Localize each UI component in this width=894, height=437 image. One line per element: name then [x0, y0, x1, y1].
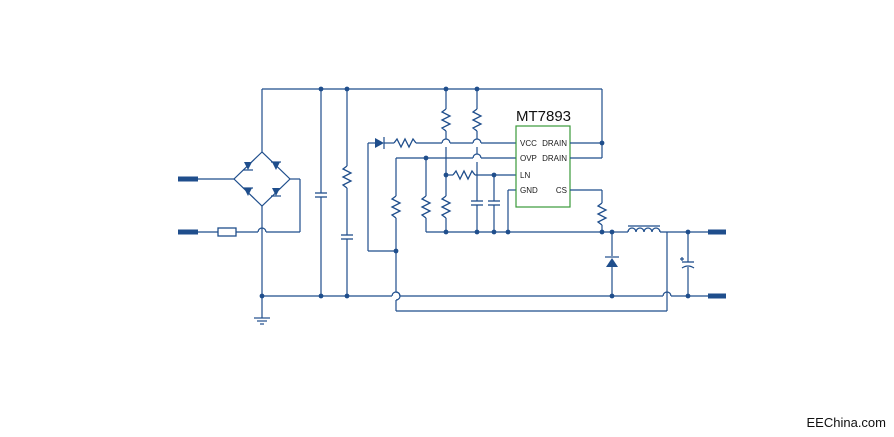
drain-connections — [570, 89, 603, 159]
watermark-text: EEChina.com — [807, 415, 886, 430]
ic-ground-rail — [426, 189, 612, 233]
cs-sense-resistor — [570, 189, 608, 232]
pin-gnd: GND — [520, 186, 538, 195]
ovp-network — [390, 147, 668, 312]
pin-drain-2: DRAIN — [542, 154, 567, 163]
pin-ln: LN — [520, 171, 530, 180]
fuse — [217, 227, 237, 237]
output-capacitor — [680, 232, 695, 296]
ic-body — [515, 125, 571, 208]
bridge-rectifier — [233, 151, 300, 207]
hv-resistor-1 — [440, 89, 452, 139]
rc-branch — [341, 89, 353, 296]
pin-drain-1: DRAIN — [542, 139, 567, 148]
freewheel-diode — [605, 232, 619, 296]
pin-ovp: OVP — [520, 154, 537, 163]
pin-vcc: VCC — [520, 139, 537, 148]
output-inductor — [612, 225, 708, 233]
vcc-supply-path — [367, 137, 516, 252]
ground-symbol — [254, 296, 270, 325]
junction-dots — [259, 86, 691, 299]
pin-cs: CS — [556, 186, 567, 195]
hv-resistor-2 — [471, 89, 483, 139]
ic-name: MT7893 — [516, 108, 571, 125]
ln-network — [446, 147, 516, 232]
input-capacitor-1 — [315, 89, 327, 296]
